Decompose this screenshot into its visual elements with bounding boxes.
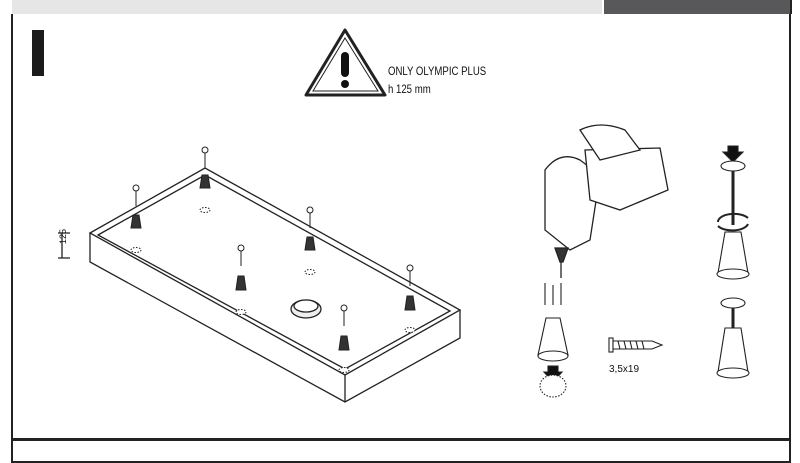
step-marker <box>32 30 44 76</box>
screw-size-label: 3,5x19 <box>609 364 639 375</box>
header-tab <box>604 0 792 14</box>
illustration: 125 3,5x19 <box>58 28 750 403</box>
warning-line-2: h 125 mm <box>388 82 431 96</box>
warning-text: ONLY OLYMPIC PLUS h 125 mm <box>388 62 486 98</box>
foot-assembled-icon <box>716 297 750 379</box>
warning-line-1: ONLY OLYMPIC PLUS <box>388 64 487 78</box>
warning-icon <box>304 28 387 97</box>
adjust-foot-icon <box>716 145 750 280</box>
tray-feet <box>130 146 416 373</box>
shower-tray-drawing <box>58 167 462 403</box>
foot-with-screws <box>537 283 569 398</box>
height-dimension-label: 125 <box>58 229 68 244</box>
screw-icon <box>608 337 664 353</box>
header-bar <box>12 0 602 14</box>
drill-icon <box>544 124 669 278</box>
